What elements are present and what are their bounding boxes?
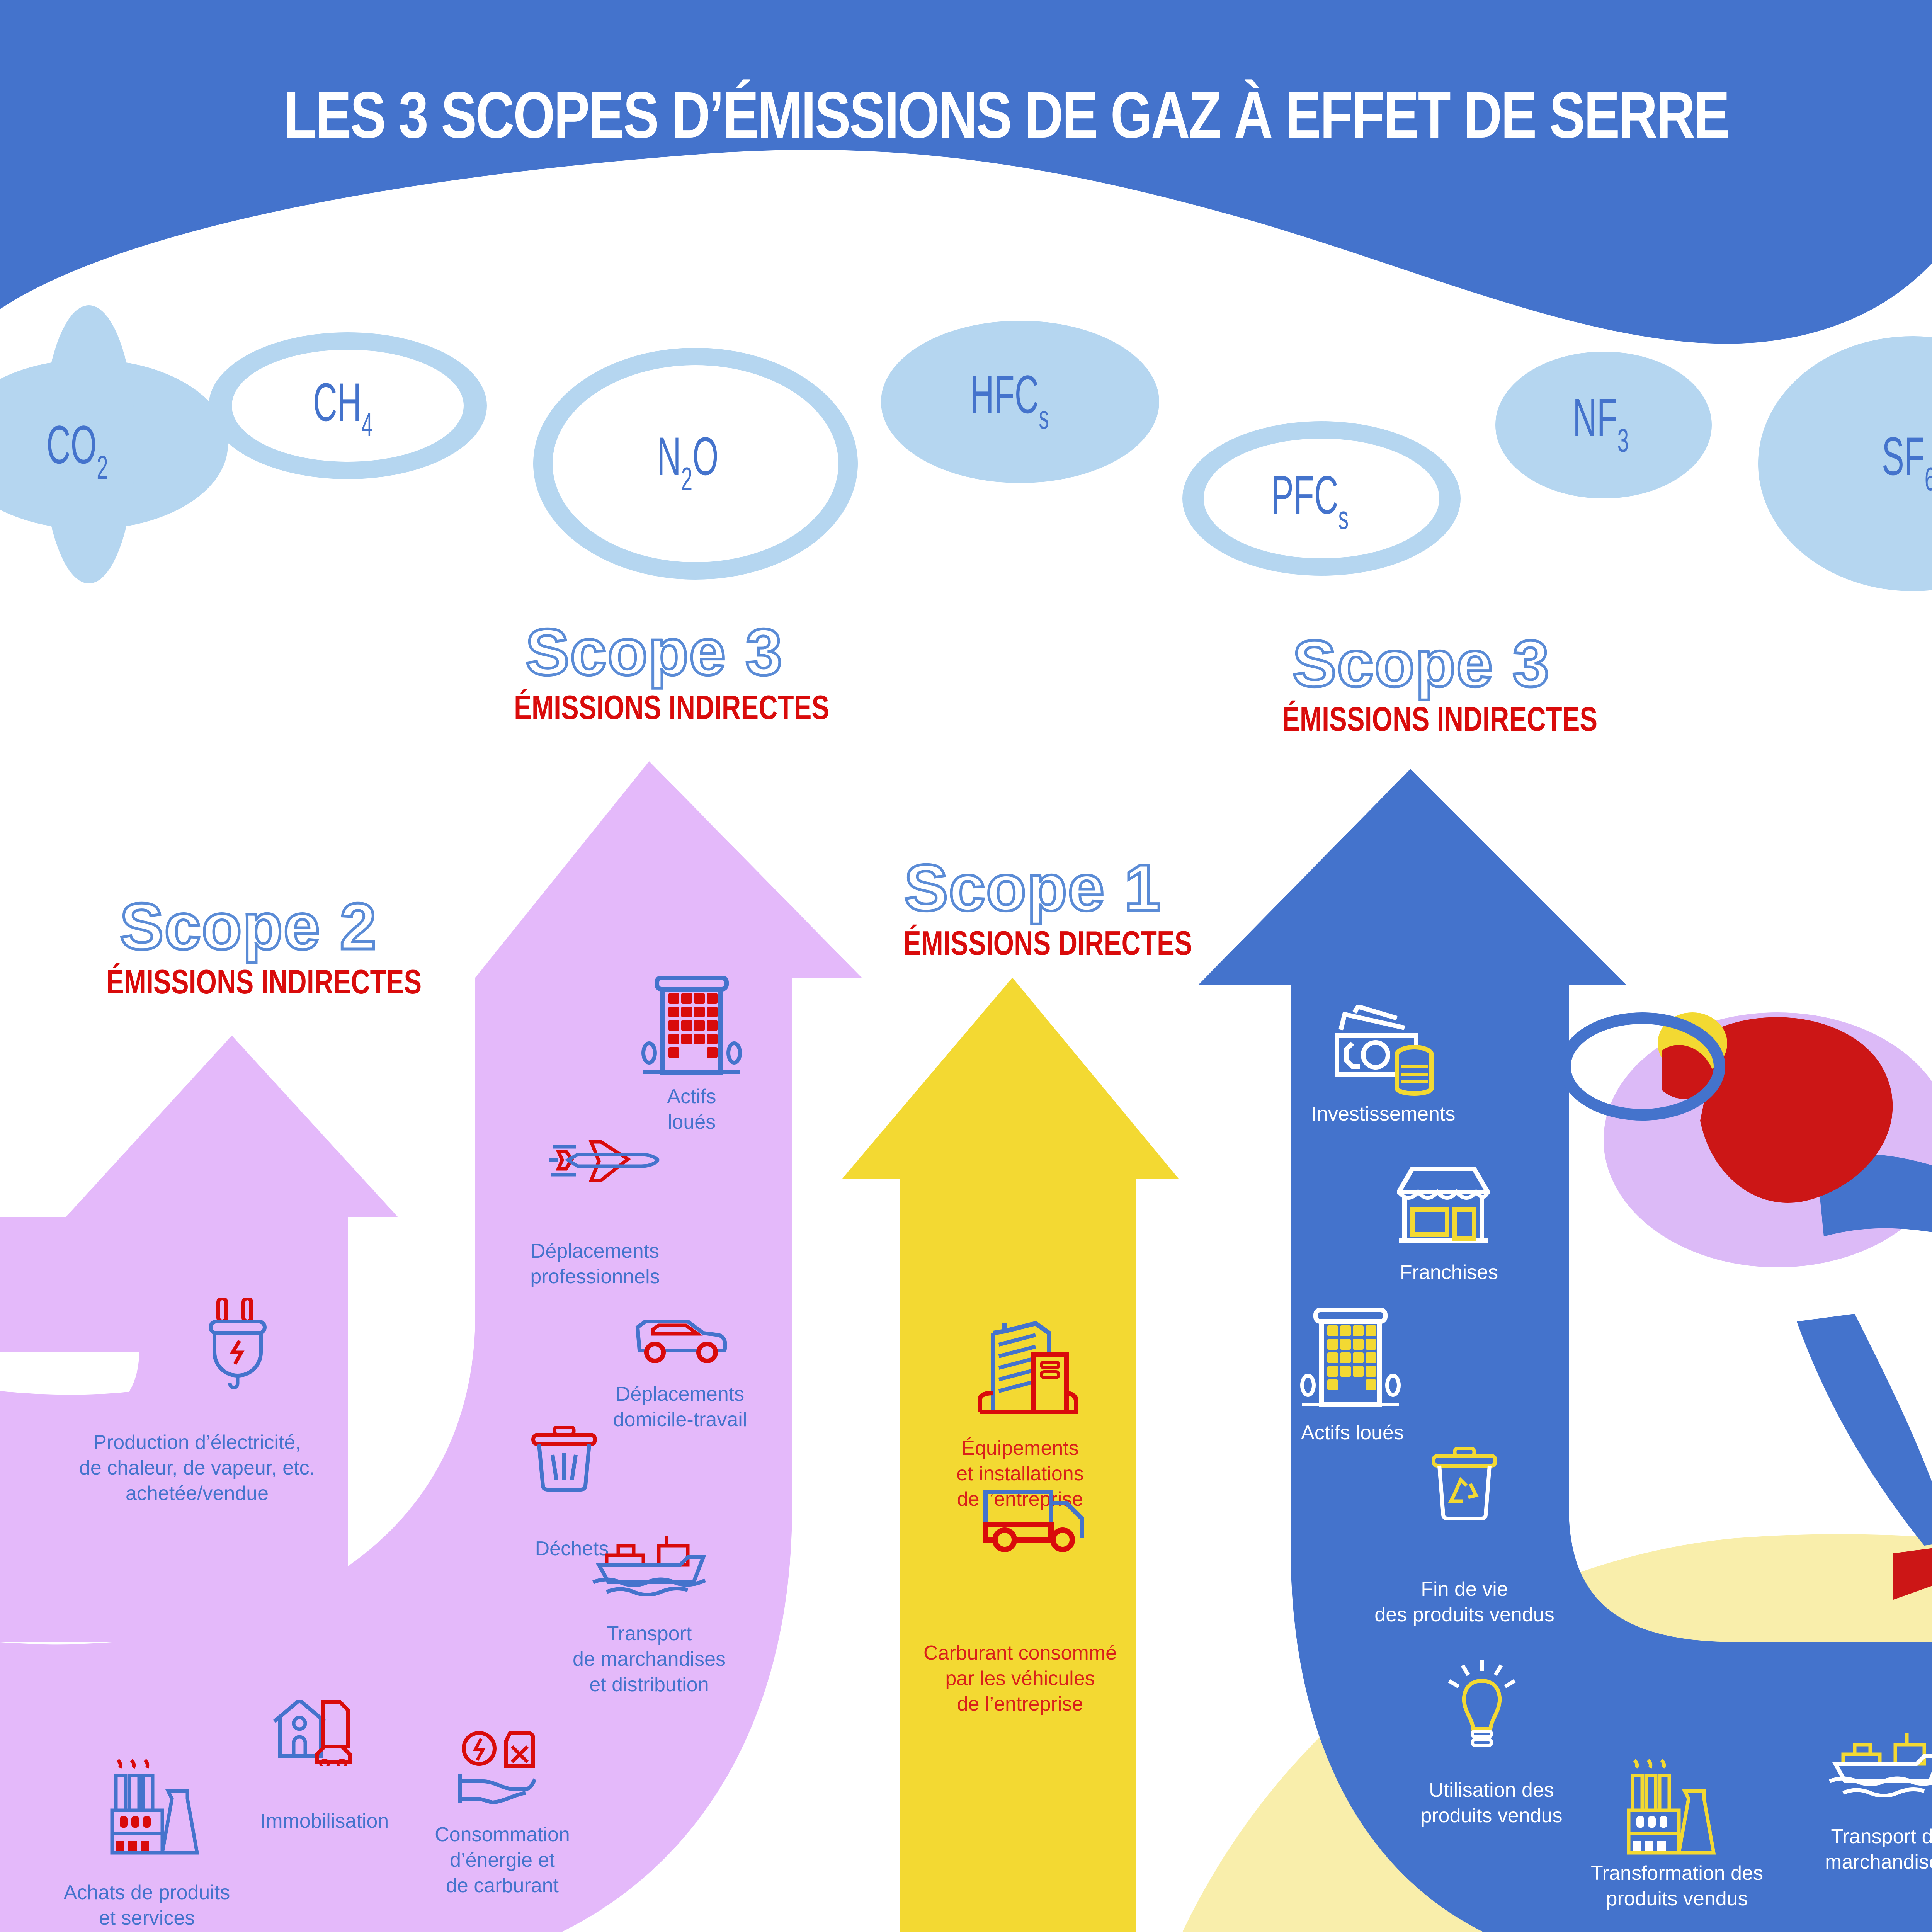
upstream-fill — [0, 1217, 348, 1642]
scope1-title: Scope 1 — [903, 850, 1162, 926]
cloud-sf6 — [1758, 336, 1932, 591]
scope3-downstream-subtitle: ÉMISSIONS INDIRECTES — [1282, 700, 1598, 738]
delivery-truck-icon — [983, 1490, 1084, 1552]
cloud-ch4 — [209, 332, 487, 479]
gas-n2o: N2O — [657, 426, 719, 498]
gas-hfcs: HFCs — [970, 364, 1049, 436]
company-building-icon — [978, 1321, 1078, 1414]
house-document-car-icon — [273, 1700, 352, 1766]
light-bulb-icon — [1448, 1660, 1516, 1747]
scope2-subtitle: ÉMISSIONS INDIRECTES — [106, 963, 422, 1001]
item-label: Consommation d’énergie et de carburant — [435, 1823, 570, 1897]
factory-icon — [110, 1759, 199, 1855]
cloud-nf3 — [1495, 352, 1712, 498]
gas-nf3: NF3 — [1573, 387, 1629, 459]
car-icon — [635, 1320, 727, 1363]
page-title: LES 3 SCOPES D’ÉMISSIONS DE GAZ À EFFET … — [284, 78, 1730, 152]
item-label: Immobilisation — [260, 1810, 389, 1832]
power-plug-icon — [209, 1298, 267, 1389]
cloud-hfcs — [881, 321, 1159, 483]
header-wave — [0, 0, 1932, 344]
office-building-icon — [641, 976, 742, 1075]
item-label: Transport de marchandises et distributio… — [573, 1622, 726, 1696]
scope2-title: Scope 2 — [119, 889, 378, 965]
energy-fuel-hand-icon — [458, 1731, 537, 1804]
cloud-pfcs — [1182, 421, 1461, 576]
item-label: Achats de produits et services — [63, 1881, 230, 1929]
item-label: Déchets — [535, 1537, 609, 1560]
office-building-icon — [1300, 1308, 1401, 1407]
gas-pfcs: PFCs — [1271, 464, 1349, 536]
cloud-co2 — [0, 305, 228, 583]
gas-co2: CO2 — [46, 414, 108, 486]
cargo-ship-icon — [592, 1536, 706, 1596]
item-label: Carburant consommé par les véhicules de … — [923, 1642, 1117, 1715]
gas-ch4: CH4 — [313, 372, 373, 444]
item-label: Production d’électricité, de chaleur, de… — [79, 1431, 315, 1505]
scope3-upstream-subtitle: ÉMISSIONS INDIRECTES — [514, 688, 830, 726]
scope3-downstream-arrow — [1198, 769, 1932, 1932]
item-label: Actifs loués — [1301, 1422, 1404, 1444]
scope3-upstream-title: Scope 3 — [524, 614, 784, 690]
factory-icon — [1627, 1759, 1716, 1855]
cloud-n2o — [533, 348, 858, 580]
item-label: Déplacements professionnels — [530, 1240, 660, 1288]
item-label: Franchises — [1400, 1261, 1498, 1284]
item-label: Actifs loués — [667, 1085, 716, 1133]
scope1-arrow — [842, 978, 1179, 1932]
recycling-bin-icon — [1432, 1447, 1497, 1520]
item-label: Transport de marchandises — [1825, 1825, 1932, 1873]
scope1-subtitle: ÉMISSIONS DIRECTES — [903, 924, 1192, 962]
trash-bin-icon — [531, 1426, 597, 1492]
airplane-icon — [549, 1140, 660, 1182]
storefront-icon — [1397, 1167, 1490, 1243]
money-coins-icon — [1335, 1005, 1434, 1096]
person-illustration — [1559, 1012, 1932, 1600]
cargo-ship-icon — [1829, 1733, 1932, 1797]
scope3-downstream-title: Scope 3 — [1291, 626, 1551, 702]
item-label: Utilisation des produits vendus — [1420, 1779, 1563, 1827]
item-label: Fin de vie des produits vendus — [1374, 1578, 1554, 1626]
item-label: Transformation des produits vendus — [1590, 1862, 1764, 1910]
item-label: Déplacements domicile-travail — [613, 1383, 747, 1431]
gas-sf6: SF6 — [1882, 426, 1932, 498]
item-label: Investissements — [1311, 1103, 1456, 1125]
